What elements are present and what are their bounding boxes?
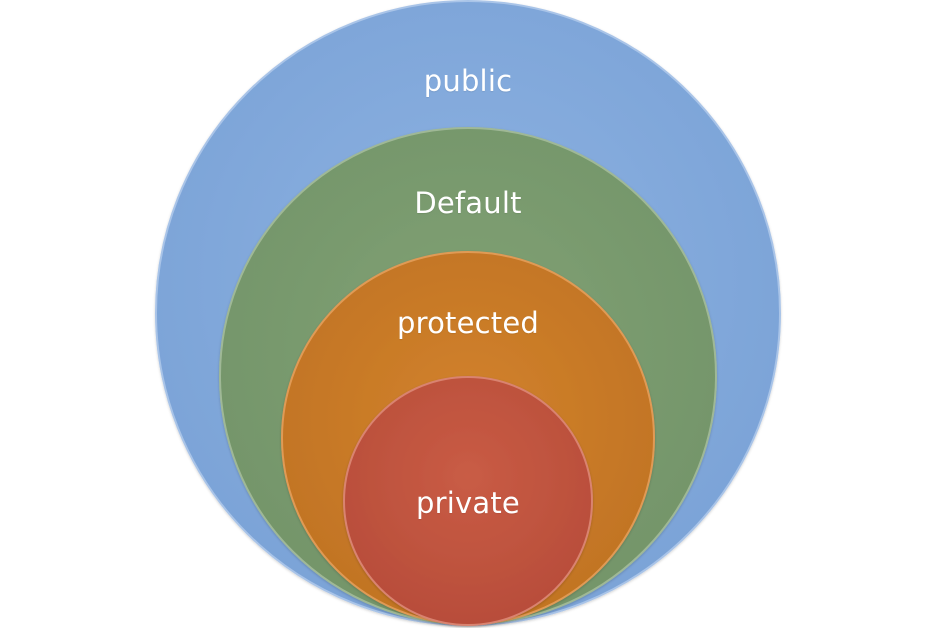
- public-label: public: [423, 64, 513, 98]
- protected-label: protected: [396, 306, 539, 340]
- private-label: private: [416, 486, 520, 520]
- private-ring: [343, 376, 593, 626]
- default-label: Default: [414, 186, 522, 220]
